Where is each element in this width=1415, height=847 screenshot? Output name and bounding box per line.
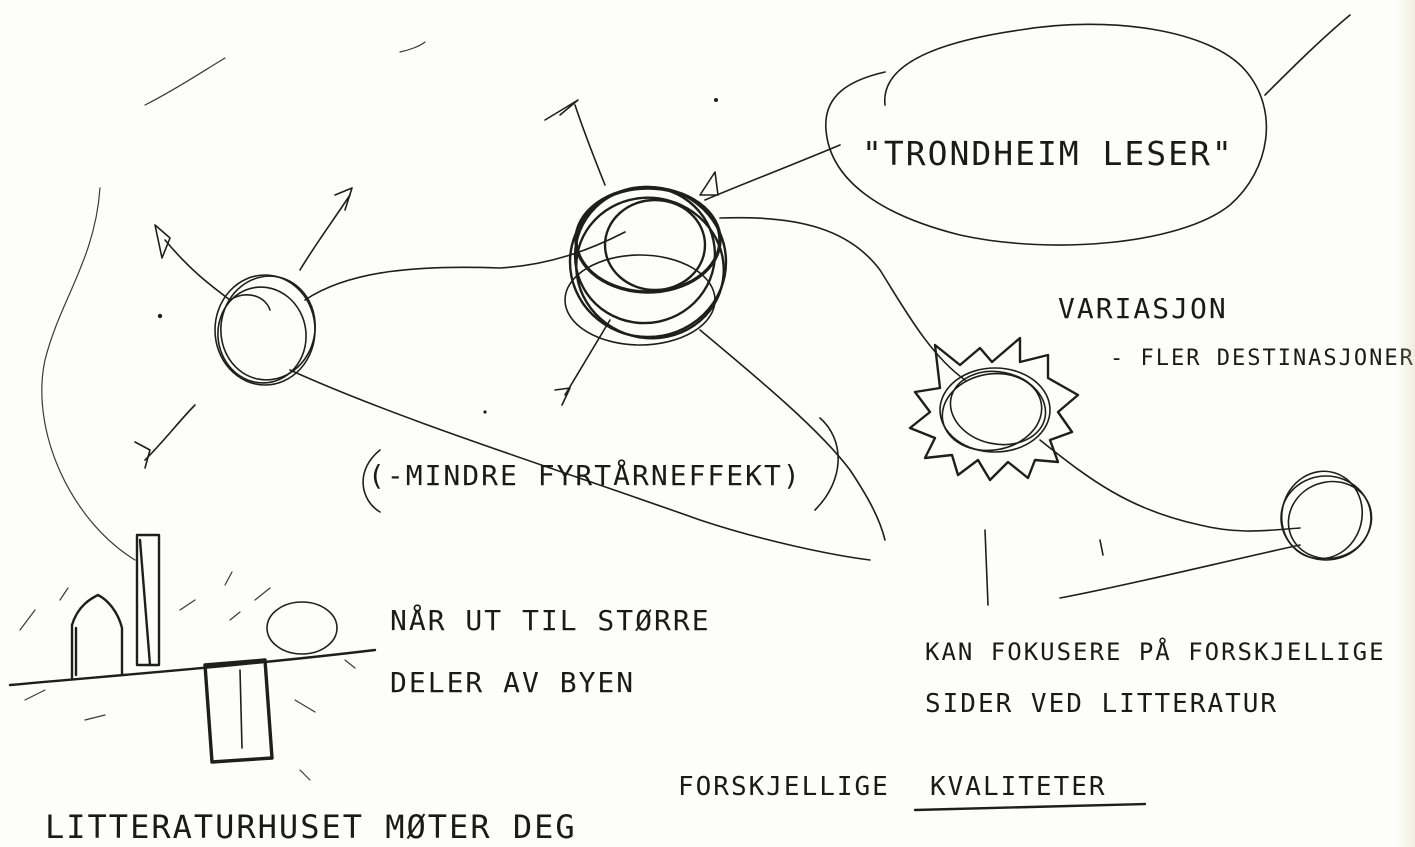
kan-fokusere-line2: SIDER VED LITTERATUR xyxy=(925,689,1278,719)
arrowhead-left-up xyxy=(155,225,170,258)
cloud-tail xyxy=(1265,15,1350,95)
building-sketch xyxy=(10,535,375,780)
naar-ut-line2: DELER AV BYEN xyxy=(390,666,635,699)
link-center-cloud xyxy=(705,145,840,200)
arrowhead-center-right xyxy=(700,172,718,195)
arrowhead-left-down xyxy=(135,442,150,468)
dot xyxy=(483,410,486,413)
vertical-stroke xyxy=(985,530,988,605)
destinations-label: - FLER DESTINASJONER xyxy=(1110,346,1415,371)
kvaliteter-underline xyxy=(915,804,1145,810)
arrow-left-up xyxy=(165,240,230,300)
center-node xyxy=(560,174,739,355)
link-star-right xyxy=(1040,440,1300,531)
mindre-fyrtarneffekt-label: (-MINDRE FYRTÅRNEFFEKT) xyxy=(368,458,802,492)
trondheim-leser-label: "TRONDHEIM LESER" xyxy=(862,134,1234,173)
kan-fokusere-line1: KAN FOKUSERE PÅ FORSKJELLIGE xyxy=(925,637,1386,666)
forskjellige-label: FORSKJELLIGE xyxy=(678,772,890,802)
variasjon-label: VARIASJON xyxy=(1058,292,1228,325)
outer-region-outline xyxy=(42,188,135,560)
link-center-star xyxy=(720,218,965,380)
arrowhead-left-right xyxy=(335,188,352,210)
link-right-low xyxy=(1060,545,1300,598)
right-node xyxy=(1272,462,1382,570)
top-stroke xyxy=(145,58,225,105)
link-center-down xyxy=(700,330,885,540)
dot xyxy=(158,314,162,318)
star-node xyxy=(910,338,1078,480)
top-tick xyxy=(400,42,425,52)
arrowhead-center-up xyxy=(545,100,578,120)
right-bracket xyxy=(815,418,838,510)
arrow-center-up xyxy=(575,105,605,185)
naar-ut-line1: NÅR UT TIL STØRRE xyxy=(390,603,711,637)
left-node xyxy=(212,269,324,389)
paper-edge xyxy=(1397,0,1415,847)
small-mark xyxy=(1100,540,1103,555)
dot xyxy=(714,98,718,102)
kvaliteter-label: KVALITETER xyxy=(930,772,1107,802)
litteraturhuset-label: LITTERATURHUSET MØTER DEG xyxy=(45,808,577,846)
arrow-left-down xyxy=(145,405,195,460)
arrow-left-right xyxy=(300,195,350,270)
